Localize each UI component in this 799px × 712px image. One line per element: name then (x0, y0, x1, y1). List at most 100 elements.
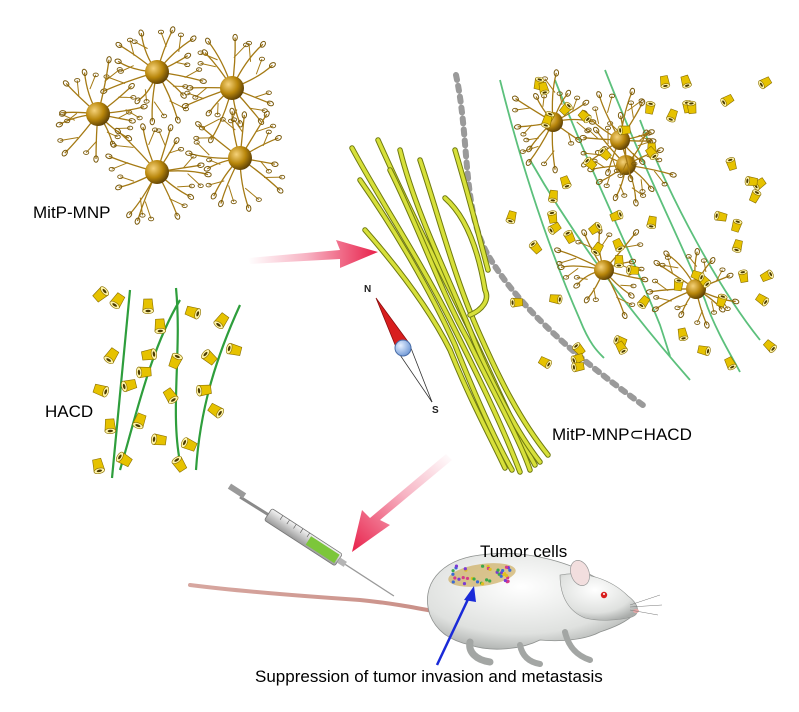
mitp-mnp-label: MitP-MNP (33, 203, 111, 222)
cyclodextrin (207, 402, 225, 419)
cyclodextrin (690, 270, 705, 282)
cyclodextrin (720, 93, 735, 107)
cyclodextrin (737, 269, 749, 284)
cyclodextrin (731, 218, 743, 233)
polymer-strand (604, 69, 741, 373)
cyclodextrin (547, 221, 562, 235)
compass: N S (364, 284, 439, 416)
hacd-illustration (92, 286, 243, 479)
cyclodextrin (615, 340, 628, 355)
cyclodextrin (609, 209, 624, 222)
cyclodextrin (748, 189, 762, 204)
cyclodextrin (510, 297, 524, 308)
mouse-tail (188, 583, 440, 614)
mouse-whiskers (629, 594, 663, 616)
mouse-ear (570, 560, 590, 586)
cyclodextrin (115, 451, 133, 468)
tumor-pointer-arrow (435, 586, 476, 666)
syringe-liquid (305, 536, 340, 564)
mouse-front-leg (562, 629, 593, 663)
cyclodextrin (590, 241, 604, 256)
cyclodextrin (180, 437, 198, 452)
cyclodextrin (744, 176, 759, 186)
nanoparticle (100, 26, 207, 126)
cyclodextrin (92, 457, 106, 475)
cyclodextrin (154, 318, 167, 335)
compass-north-label: N (364, 284, 371, 295)
fiber (398, 148, 542, 464)
cyclodextrin (201, 349, 218, 366)
polymer-strand (174, 287, 182, 463)
cyclodextrin (171, 455, 188, 473)
cyclodextrin (637, 294, 651, 309)
cyclodextrin (558, 101, 573, 116)
cyclodextrin (104, 418, 117, 435)
hacd-label: HACD (45, 402, 94, 421)
cyclodextrin (731, 239, 743, 253)
cyclodextrin (505, 210, 517, 224)
cyclodextrin (645, 145, 659, 160)
cyclodextrin (103, 347, 120, 365)
fiber (418, 158, 550, 457)
cyclodextrin (92, 383, 110, 398)
cyclodextrin (724, 356, 737, 371)
cyclodextrin (132, 412, 147, 430)
nanoparticle (645, 247, 740, 329)
cyclodextrin (571, 362, 585, 373)
cyclodextrin (213, 312, 230, 330)
cyclodextrin (762, 339, 777, 353)
cyclodextrin (755, 293, 770, 307)
cyclodextrin (92, 286, 109, 303)
polymer-strand (110, 289, 132, 479)
mitp-mnp-illustration (55, 26, 286, 225)
cyclodextrin (168, 352, 183, 370)
polymer-strand (499, 79, 605, 359)
compass-pivot (394, 339, 412, 357)
cyclodextrin (225, 342, 243, 356)
cyclodextrin (563, 230, 576, 245)
syringe (227, 483, 395, 597)
cyclodextrin (680, 74, 692, 89)
arrow-to-fibers (248, 240, 378, 268)
cyclodextrin (570, 353, 585, 365)
cyclodextrin (646, 215, 657, 230)
dotted-boundary (453, 72, 650, 411)
fiber (350, 146, 522, 474)
cyclodextrin (541, 114, 553, 129)
cyclodextrin (725, 157, 737, 171)
cyclodextrin (677, 327, 689, 342)
cyclodextrin (614, 255, 624, 269)
cyclodextrin (626, 264, 640, 275)
fiber (453, 148, 490, 272)
cyclodextrin (528, 240, 543, 255)
mouse-back-leg (466, 638, 494, 666)
cyclodextrin (713, 210, 728, 222)
cyclodextrin (547, 210, 558, 224)
cyclodextrin (184, 305, 202, 320)
cyclodextrin (141, 348, 158, 361)
cyclodextrin (150, 433, 167, 446)
complex-label: MitP-MNP⊂HACD (552, 425, 692, 444)
cyclodextrin (759, 269, 774, 283)
syringe-needle (344, 563, 395, 597)
fiber (358, 178, 514, 472)
nanoparticle (185, 107, 286, 212)
fiber (443, 196, 489, 317)
mouse (188, 552, 663, 667)
cyclodextrin (547, 189, 558, 203)
cyclodextrin (588, 221, 603, 236)
cyclodextrin (666, 108, 678, 123)
cyclodextrin (697, 345, 711, 357)
cyclodextrin (617, 125, 631, 136)
polymer-strand (554, 79, 671, 357)
syringe-plunger-rod (239, 495, 273, 519)
cyclodextrin (195, 384, 212, 397)
cyclodextrin (645, 101, 656, 115)
cyclodextrin (758, 76, 773, 90)
syringe-plunger-cap (227, 483, 247, 499)
cyclodextrin (673, 277, 684, 292)
cyclodextrin (583, 156, 598, 171)
cyclodextrin (120, 379, 138, 393)
